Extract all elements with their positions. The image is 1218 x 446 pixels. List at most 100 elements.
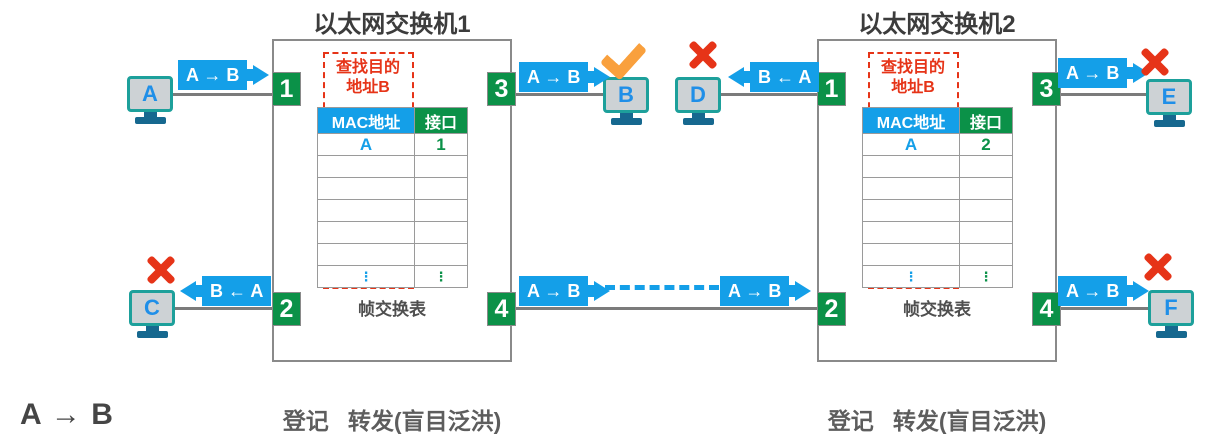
footer-flow-label: A → B [20, 398, 114, 431]
port-cell [959, 221, 1013, 244]
mac-column-header: MAC地址 [317, 107, 415, 134]
table-row [317, 243, 468, 266]
table-ellipsis-row: ⋮⋮ [317, 265, 468, 288]
monitor-base [1155, 331, 1187, 338]
link-sw2port4-hostf [1053, 307, 1150, 310]
monitor-stand [1164, 326, 1178, 331]
computer-icon: D [675, 77, 721, 113]
frame-a-to-b-toward-hoste: A → B [1058, 58, 1150, 88]
arrow-stem [247, 69, 254, 81]
arrow-right-icon [795, 281, 812, 301]
host-a: A [127, 76, 173, 124]
mac-cell [862, 221, 960, 244]
lookup-note-line1: 查找目的 [335, 59, 400, 76]
frame-a-to-b-into-sw2-port2: A → B [720, 276, 812, 306]
arrow-stem [588, 71, 595, 83]
arrow-stem [789, 285, 796, 297]
host-a-label: A [142, 81, 158, 106]
table-row [317, 221, 468, 244]
monitor-stand [691, 113, 705, 118]
switch2-title: 以太网交换机2 [858, 11, 1016, 38]
arrow-stem [744, 71, 750, 83]
frame-a-to-b-into-sw1: A → B [178, 60, 270, 90]
mac-cell: A [862, 133, 960, 156]
frame-label: A → B [1058, 276, 1128, 306]
mac-cell [317, 155, 415, 178]
frame-label: B ← A [202, 276, 272, 306]
frame-label: A → B [1058, 58, 1128, 88]
mac-cell [317, 199, 415, 222]
frame-transit-dashed-line [605, 285, 719, 290]
arrow-stem [196, 285, 202, 297]
arrow-left-icon [180, 281, 196, 301]
computer-icon: E [1146, 79, 1192, 115]
link-port3-hostb [510, 93, 605, 96]
monitor-base [136, 331, 168, 338]
switch2-port-3: 3 [1032, 72, 1061, 106]
frame-label: A → B [720, 276, 790, 306]
port-ellipsis: ⋮ [414, 265, 468, 288]
port-column-header: 接口 [959, 107, 1013, 134]
table-header-row: MAC地址 接口 [317, 107, 468, 134]
switch1-table-caption: 帧交换表 [358, 300, 426, 319]
monitor-stand [1162, 115, 1176, 120]
host-d-label: D [690, 82, 706, 107]
arrow-stem [1127, 67, 1134, 79]
mac-ellipsis: ⋮ [862, 265, 960, 288]
host-b: B [603, 77, 649, 125]
table-row [317, 199, 468, 222]
link-hosta-port1 [171, 93, 274, 96]
computer-icon: A [127, 76, 173, 112]
monitor-stand [145, 326, 159, 331]
table-row [862, 221, 1013, 244]
monitor-base [134, 117, 166, 124]
frame-a-to-b-leaving-sw1-port4: A → B [519, 276, 611, 306]
monitor-base [682, 118, 714, 125]
table-header-row: MAC地址 接口 [862, 107, 1013, 134]
frame-label: A → B [519, 276, 589, 306]
lookup-note-line2: 地址B [891, 79, 935, 96]
mac-ellipsis: ⋮ [317, 265, 415, 288]
table-row [862, 243, 1013, 266]
monitor-base [1153, 120, 1185, 127]
switch2-table-caption: 帧交换表 [903, 300, 971, 319]
port-cell [414, 199, 468, 222]
table-row [317, 155, 468, 178]
switch2-action-label: 登记 转发(盲目泛洪) [827, 408, 1047, 434]
host-b-label: B [618, 82, 634, 107]
port-column-header: 接口 [414, 107, 468, 134]
switch2-port-4: 4 [1032, 292, 1061, 326]
computer-icon: C [129, 290, 175, 326]
switch1-port-2: 2 [272, 292, 301, 326]
lookup-note-line2: 地址B [346, 79, 390, 96]
link-sw2port3-hoste [1053, 93, 1148, 96]
port-ellipsis: ⋮ [959, 265, 1013, 288]
x-icon [146, 255, 176, 285]
port-cell [414, 221, 468, 244]
mac-cell [317, 221, 415, 244]
x-icon [688, 40, 718, 70]
computer-icon: F [1148, 290, 1194, 326]
port-cell [414, 155, 468, 178]
port-cell [959, 155, 1013, 178]
table-row [317, 177, 468, 200]
frame-a-to-b-toward-hostf: A → B [1058, 276, 1150, 306]
switch2-lookup-note: 查找目的 地址B [858, 58, 968, 98]
host-e: E [1146, 79, 1192, 127]
mac-cell [317, 243, 415, 266]
host-c-label: C [144, 295, 160, 320]
host-c: C [129, 290, 175, 338]
mac-cell [862, 155, 960, 178]
monitor-stand [143, 112, 157, 117]
arrow-stem [1127, 285, 1134, 297]
mac-cell [862, 243, 960, 266]
monitor-stand [619, 113, 633, 118]
switch1-port-1: 1 [272, 72, 301, 106]
switch1-action-label: 登记 转发(盲目泛洪) [282, 408, 502, 434]
port-cell: 2 [959, 133, 1013, 156]
port-cell [414, 177, 468, 200]
switch1-title: 以太网交换机1 [313, 11, 471, 38]
